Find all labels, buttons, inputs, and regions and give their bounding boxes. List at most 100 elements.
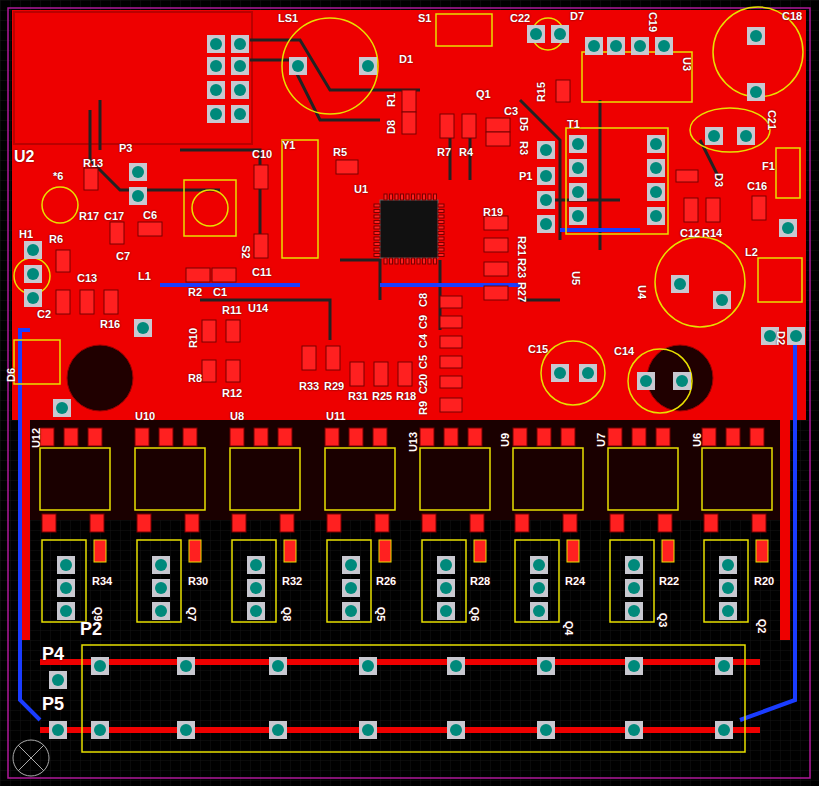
part-designator: R7	[437, 146, 451, 159]
part-designator: *6	[53, 170, 63, 183]
part-designator: S2	[239, 245, 252, 258]
bottom-traces	[40, 662, 760, 730]
smd-pad	[608, 428, 622, 446]
pad	[673, 372, 691, 390]
part-designator: C17	[104, 210, 124, 223]
smd-pad	[374, 248, 380, 251]
pad	[359, 657, 377, 675]
drill	[27, 292, 39, 304]
smd-pad	[56, 290, 70, 314]
drill	[210, 38, 222, 50]
smd-pad	[406, 258, 409, 264]
drill	[272, 660, 284, 672]
smd-pad	[484, 216, 508, 230]
part-designator: Q4	[562, 621, 575, 636]
resistor	[662, 540, 674, 562]
smd-pad	[401, 258, 404, 264]
drill	[137, 322, 149, 334]
part-designator: C14	[614, 345, 634, 358]
pad	[24, 241, 42, 259]
part-designator: C21	[765, 110, 778, 130]
pad	[747, 83, 765, 101]
smd-pad	[438, 243, 444, 246]
smd-pad	[40, 428, 54, 446]
smd-pad	[428, 194, 431, 200]
pad	[269, 657, 287, 675]
pad	[737, 127, 755, 145]
smd-pad	[254, 234, 268, 258]
pad	[530, 579, 548, 597]
pad	[359, 57, 377, 75]
pad	[607, 37, 625, 55]
drill	[650, 186, 662, 198]
smd-pad	[440, 376, 462, 388]
smd-pad	[159, 428, 173, 446]
smd-pad	[56, 250, 70, 272]
part-designator: C9	[417, 315, 430, 329]
pad	[537, 657, 555, 675]
part-designator: R3	[517, 141, 530, 155]
smd-pad	[374, 215, 380, 218]
smd-pad	[423, 194, 426, 200]
drill	[52, 674, 64, 686]
drill	[234, 84, 246, 96]
part-designator: C15	[528, 343, 548, 356]
part-designator: P5	[42, 694, 64, 714]
part-designator: U14	[248, 302, 268, 315]
smd-pad	[470, 514, 484, 532]
silkscreen	[14, 7, 803, 752]
smd-pad	[374, 243, 380, 246]
smd-pad	[706, 198, 720, 222]
drill	[292, 60, 304, 72]
smd-pad	[374, 210, 380, 213]
part-designator: R12	[222, 387, 242, 400]
part-designator: C13	[77, 272, 97, 285]
part-designator: C7	[116, 250, 130, 263]
pad	[537, 215, 555, 233]
soic-outline	[608, 448, 678, 510]
smd-pad	[704, 514, 718, 532]
smd-pad	[326, 346, 340, 370]
smd-pad	[90, 514, 104, 532]
pad	[207, 105, 225, 123]
drill	[60, 605, 72, 617]
drill	[588, 40, 600, 52]
soic-outline	[702, 448, 772, 510]
smd-pad	[374, 232, 380, 235]
drill	[610, 40, 622, 52]
drill	[345, 605, 357, 617]
drill	[554, 367, 566, 379]
smd-pad	[254, 428, 268, 446]
pad	[787, 327, 805, 345]
smd-pad	[327, 514, 341, 532]
pad	[342, 579, 360, 597]
pad	[647, 183, 665, 201]
soic-outline	[420, 448, 490, 510]
smd-pad	[537, 428, 551, 446]
drill	[722, 559, 734, 571]
drill	[572, 210, 584, 222]
smd-pad	[610, 514, 624, 532]
drill	[716, 294, 728, 306]
smd-pad	[468, 428, 482, 446]
drill	[572, 138, 584, 150]
pad	[719, 602, 737, 620]
part-designator: U5	[569, 271, 582, 285]
smd-pad	[135, 428, 149, 446]
pad	[247, 556, 265, 574]
smd-pad	[374, 226, 380, 229]
pad	[437, 579, 455, 597]
part-designator: R26	[376, 575, 396, 588]
smd-pad	[254, 165, 268, 189]
pad	[134, 319, 152, 337]
soic-outline	[325, 448, 395, 510]
drill	[345, 582, 357, 594]
drill	[640, 375, 652, 387]
smd-pad	[84, 168, 98, 190]
smd-pad	[513, 428, 527, 446]
part-designator: R10	[187, 328, 200, 348]
smd-pad	[402, 90, 416, 112]
pad	[655, 37, 673, 55]
smd-pad	[438, 215, 444, 218]
